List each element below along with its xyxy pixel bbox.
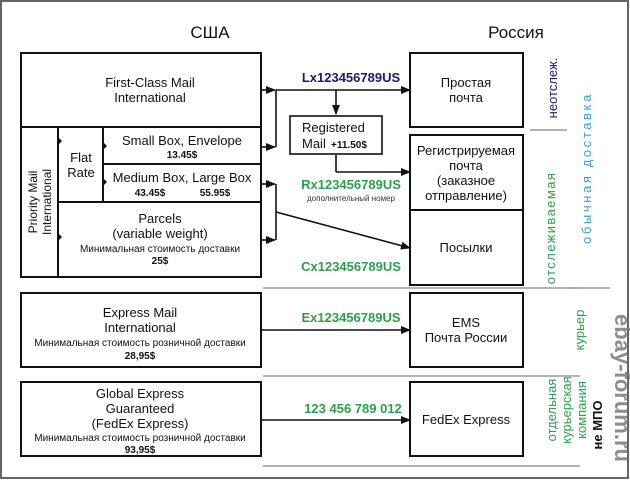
russia-simple-mail-box: Простая почта xyxy=(409,52,524,128)
separate-courier-line3: компания xyxy=(574,381,589,439)
tracking-code-fedex: 123 456 789 012 xyxy=(304,401,402,416)
russia-fedex-box: FedEx Express xyxy=(409,381,524,457)
global-express-line3: (FedEx Express) xyxy=(92,416,189,431)
express-mail-price: 28,95$ xyxy=(125,351,156,362)
medium-large-box-title: Medium Box, Large Box xyxy=(113,170,252,185)
global-express-line1: Global Express xyxy=(96,386,185,401)
express-mail-subtitle: International xyxy=(104,320,176,335)
russia-registered-parcels-box: Регистрируемая почта (заказное отправлен… xyxy=(409,134,524,286)
registered-line3: (заказное xyxy=(437,173,495,188)
first-class-subtitle: International xyxy=(114,90,186,105)
header-usa: США xyxy=(190,23,230,42)
parcels-note: Минимальная стоимость доставки xyxy=(80,244,240,255)
small-box-price: 13.45$ xyxy=(167,150,198,161)
flat-rate-line1: Flat xyxy=(70,150,92,165)
flow-connectors xyxy=(261,86,411,424)
first-class-title: First-Class Mail xyxy=(105,75,195,90)
express-mail-box: Express Mail International Минимальная с… xyxy=(20,292,262,368)
connector-mark xyxy=(103,142,107,150)
tracking-code-ex: Ex123456789US xyxy=(301,310,400,325)
express-mail-note: Минимальная стоимость розничной доставки xyxy=(34,338,245,349)
connector-mark xyxy=(58,137,62,145)
simple-mail-line1: Простая xyxy=(441,75,491,90)
simple-mail-line2: почта xyxy=(449,90,484,105)
parcels-title: Parcels xyxy=(138,211,182,226)
first-class-mail-box: First-Class Mail International xyxy=(20,52,262,128)
tracking-code-lx: Lx123456789US xyxy=(302,70,401,85)
priority-label-line1: Priority Mail xyxy=(26,171,40,234)
registered-line4: отправление) xyxy=(425,188,507,203)
flat-rate-line2: Rate xyxy=(67,165,94,180)
ems-line1: EMS xyxy=(452,315,481,330)
large-box-price: 55.95$ xyxy=(200,188,231,199)
priority-label-line2: International xyxy=(40,169,54,235)
medium-box-price: 43.45$ xyxy=(135,188,166,199)
registered-line1: Регистрируемая xyxy=(417,143,515,158)
russia-ems-box: EMS Почта России xyxy=(409,292,524,368)
global-express-line2: Guaranteed xyxy=(106,401,175,416)
header-russia: Россия xyxy=(488,23,544,42)
tracking-code-cx: Cx123456789US xyxy=(301,259,401,274)
registered-line2: почта xyxy=(449,158,484,173)
label-courier: курьер xyxy=(572,310,587,351)
global-express-price: 93,95$ xyxy=(125,445,156,456)
registered-mail-price: +11.50$ xyxy=(331,140,367,151)
parcels-ru-label: Посылки xyxy=(440,240,493,255)
priority-mail-group: Priority Mail International Flat Rate Sm… xyxy=(20,126,262,278)
tracking-code-rx: Rx123456789US xyxy=(301,177,401,192)
connector-mark xyxy=(103,178,107,186)
label-tracked: отслеживаемая xyxy=(543,172,558,285)
tracking-code-rx-note: дополнительный номер xyxy=(307,194,396,203)
watermark: ebay-forum.ru xyxy=(610,314,630,462)
connector-mark xyxy=(58,233,62,241)
label-not-mpo: не МПО xyxy=(590,401,605,450)
fedex-ru-label: FedEx Express xyxy=(422,412,511,427)
express-mail-title: Express Mail xyxy=(103,305,178,320)
small-box-title: Small Box, Envelope xyxy=(122,133,242,148)
label-separate-courier: отдельная курьерская компания xyxy=(544,376,589,443)
label-untracked: неотслеж. xyxy=(545,58,560,119)
parcels-subtitle: (variable weight) xyxy=(112,226,207,241)
registered-mail-line1: Registered xyxy=(302,120,365,135)
global-express-note: Минимальная стоимость розничной доставки xyxy=(34,433,245,444)
parcels-price: 25$ xyxy=(152,256,169,267)
label-regular-delivery: обычная доставка xyxy=(579,92,594,244)
global-express-box: Global Express Guaranteed (FedEx Express… xyxy=(20,381,262,457)
registered-mail-line2: Mail xyxy=(302,136,326,151)
separate-courier-line2: курьерская xyxy=(559,376,574,443)
separate-courier-line1: отдельная xyxy=(544,379,559,442)
ems-line2: Почта России xyxy=(425,330,508,345)
registered-mail-box: Registered Mail +11.50$ xyxy=(289,115,383,155)
